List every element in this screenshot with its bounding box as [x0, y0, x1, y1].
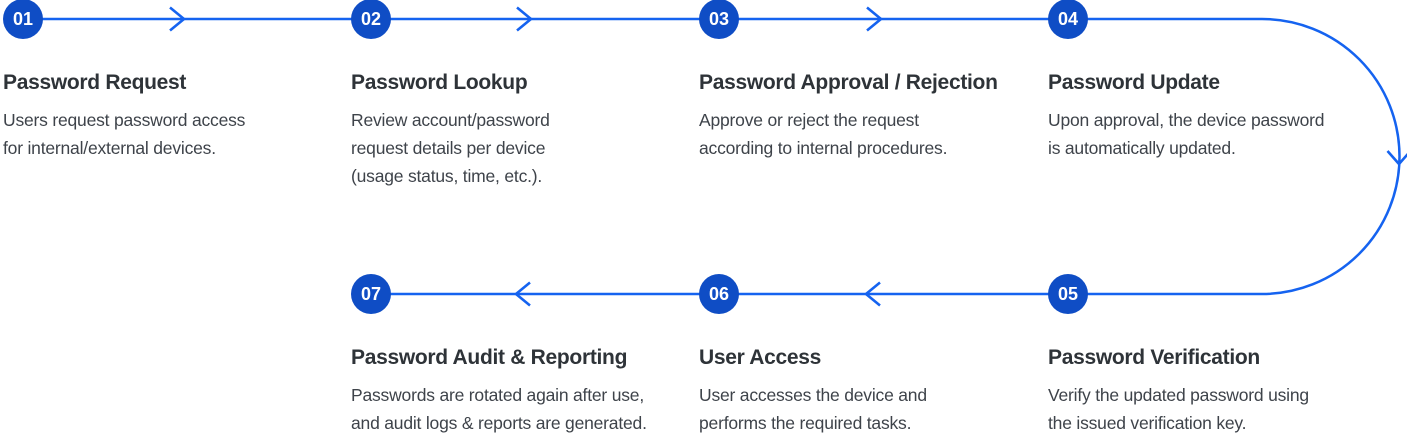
arrow-right-icon — [866, 6, 884, 32]
step-number: 06 — [708, 283, 730, 304]
step-number-badge-02: 02 — [351, 0, 391, 39]
arrow-down-icon — [1386, 150, 1407, 166]
step-description: User accesses the device and performs th… — [699, 385, 927, 433]
step-number: 03 — [708, 8, 730, 29]
arrow-right-icon — [169, 6, 187, 32]
step-description: Approve or reject the request according … — [699, 110, 948, 158]
step-description: Upon approval, the device password is au… — [1048, 110, 1325, 158]
step-title: Password Approval / Rejection — [699, 71, 998, 94]
step-title: Password Lookup — [351, 71, 528, 94]
step-number-badge-04: 04 — [1048, 0, 1088, 39]
step-number: 04 — [1057, 8, 1079, 29]
step-number: 05 — [1057, 283, 1079, 304]
step-password-request: Password Request Users request password … — [3, 71, 343, 162]
step-password-lookup: Password Lookup Review account/password … — [351, 71, 691, 190]
step-title: Password Request — [3, 71, 187, 94]
step-password-approval-rejection: Password Approval / Rejection Approve or… — [699, 71, 1039, 162]
flow-connector-path — [23, 17, 1401, 296]
arrow-right-icon — [516, 6, 534, 32]
step-description: Verify the updated password using the is… — [1048, 385, 1309, 433]
step-title: Password Audit & Reporting — [351, 346, 628, 369]
step-number-badge-05: 05 — [1048, 274, 1088, 314]
step-number: 02 — [360, 8, 382, 29]
arrow-left-icon — [863, 281, 881, 307]
step-description: Review account/password request details … — [351, 110, 550, 186]
step-user-access: User Access User accesses the device and… — [699, 346, 1039, 437]
step-title: Password Verification — [1048, 346, 1260, 369]
step-password-audit-reporting: Password Audit & Reporting Passwords are… — [351, 346, 691, 437]
step-number-badge-07: 07 — [351, 274, 391, 314]
step-number: 01 — [12, 8, 34, 29]
step-password-verification: Password Verification Verify the updated… — [1048, 346, 1388, 437]
step-password-update: Password Update Upon approval, the devic… — [1048, 71, 1388, 162]
step-number-badge-03: 03 — [699, 0, 739, 39]
step-number-badge-01: 01 — [3, 0, 43, 39]
step-description: Passwords are rotated again after use, a… — [351, 385, 647, 433]
step-title: Password Update — [1048, 71, 1220, 94]
step-description: Users request password access for intern… — [3, 110, 246, 158]
step-number-badge-06: 06 — [699, 274, 739, 314]
step-title: User Access — [699, 346, 822, 369]
arrow-left-icon — [513, 281, 531, 307]
step-number: 07 — [360, 283, 382, 304]
